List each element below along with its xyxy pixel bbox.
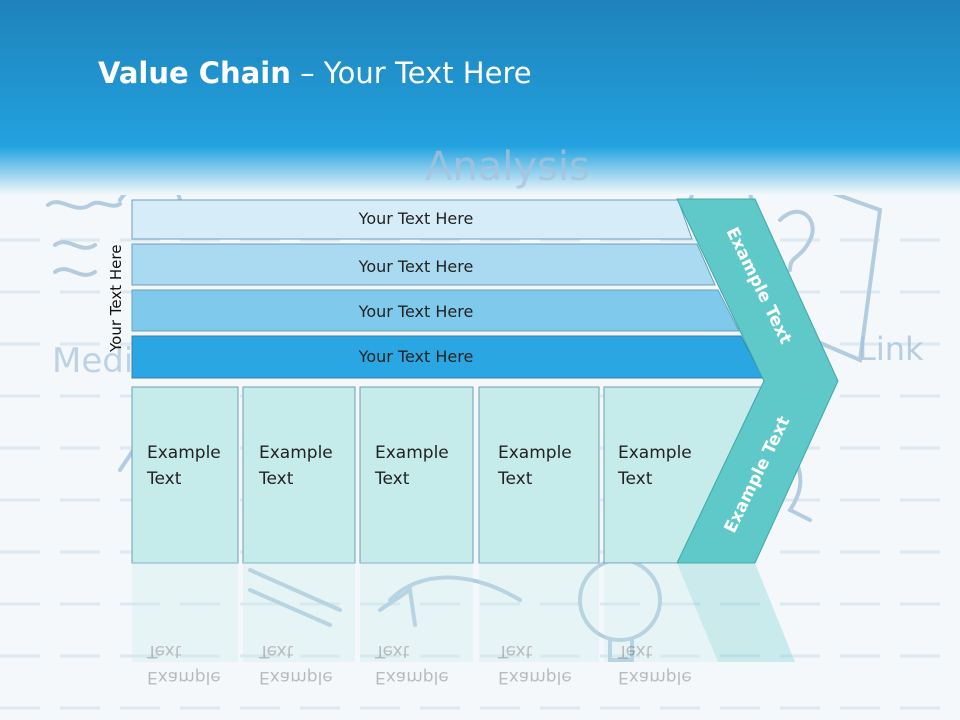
background-word-link: Link [858, 330, 924, 368]
bar-3-label: Your Text Here [358, 302, 474, 321]
reflection-box-3-line2: Text [374, 641, 410, 661]
box-2-line2: Text [258, 469, 294, 489]
chevron-shape [676, 198, 839, 564]
reflection-box-3-line1: Example [375, 667, 449, 687]
slide-title: Value Chain – Your Text Here [98, 56, 532, 90]
bar-1-label: Your Text Here [358, 209, 474, 228]
box-5-line2: Text [617, 469, 653, 489]
bar-3-shape [131, 289, 740, 332]
reflection-box-2-line1: Example [259, 667, 333, 687]
reflection-box-5-line2: Text [617, 641, 653, 661]
box-4-line1: Example [498, 443, 572, 463]
box-5: Example Text [603, 386, 762, 564]
box-4-shape [478, 386, 600, 564]
box-1: Example Text [131, 386, 239, 564]
box-2: Example Text [242, 386, 356, 564]
box-1-line2: Text [146, 469, 182, 489]
slide-title-bold: Value Chain [98, 56, 291, 90]
bar-3: Your Text Here [131, 289, 740, 332]
box-3-shape [359, 386, 474, 564]
bar-1: Your Text Here [131, 199, 693, 240]
bar-2: Your Text Here [131, 243, 716, 286]
reflection-box-5-line1: Example [618, 667, 692, 687]
bar-4: Your Text Here [131, 335, 764, 379]
box-1-shape [131, 386, 239, 564]
slide-title-rest: – Your Text Here [290, 56, 532, 90]
box-1-line1: Example [147, 443, 221, 463]
box-2-shape [242, 386, 356, 564]
box-2-line1: Example [259, 443, 333, 463]
reflection: Example Text Example Text Example Text E… [132, 562, 795, 687]
box-4-line2: Text [497, 469, 533, 489]
bar-1-shape [131, 199, 693, 240]
box-3: Example Text [359, 386, 474, 564]
reflection-box-4-line1: Example [498, 667, 572, 687]
reflection-box-2-line2: Text [258, 641, 294, 661]
reflection-box-4-line2: Text [497, 641, 533, 661]
box-3-line2: Text [374, 469, 410, 489]
box-5-line1: Example [618, 443, 692, 463]
background-word-analysis: Analysis [425, 144, 590, 190]
bar-2-shape [131, 243, 716, 286]
box-4: Example Text [478, 386, 600, 564]
box-3-line1: Example [375, 443, 449, 463]
side-label: Your Text Here [107, 245, 125, 353]
bar-2-label: Your Text Here [358, 257, 474, 276]
bar-4-label: Your Text Here [358, 347, 474, 366]
reflection-box-1-line2: Text [146, 641, 182, 661]
reflection-box-1-line1: Example [147, 667, 221, 687]
